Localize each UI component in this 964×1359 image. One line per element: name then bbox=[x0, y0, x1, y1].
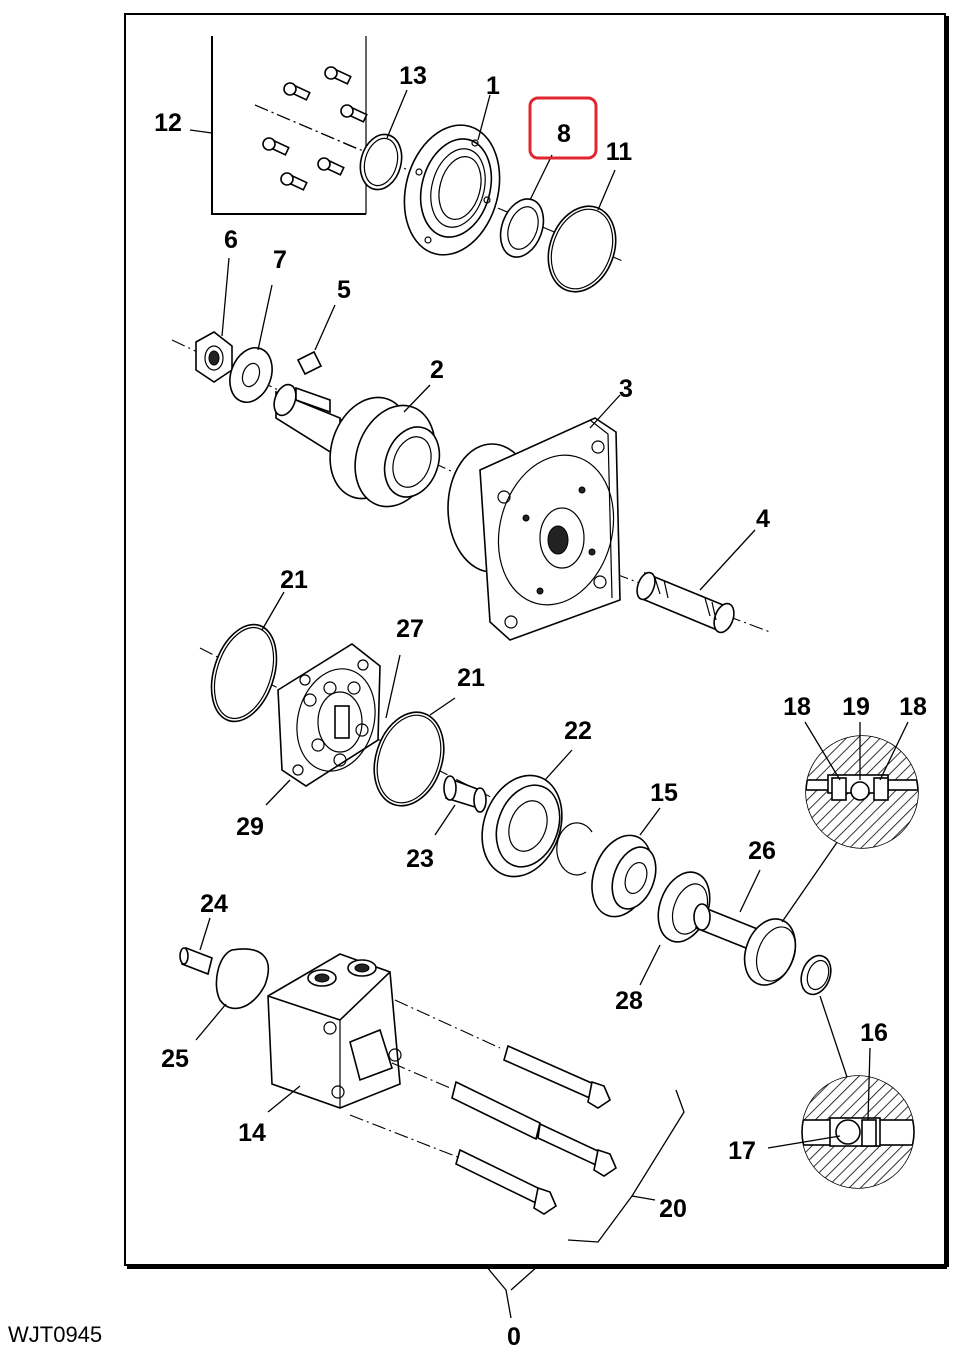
callout-19: 19 bbox=[842, 693, 870, 721]
seal-ring-18-19 bbox=[743, 918, 797, 986]
highlight-box bbox=[528, 96, 598, 160]
callout-17: 17 bbox=[728, 1137, 756, 1165]
o-ring-21 bbox=[373, 711, 445, 807]
washer-7 bbox=[229, 347, 273, 403]
callout-12: 12 bbox=[154, 109, 182, 137]
callout-22: 22 bbox=[564, 717, 592, 745]
callout-25: 25 bbox=[161, 1045, 189, 1073]
callout-18b: 18 bbox=[899, 693, 927, 721]
nut-6 bbox=[195, 331, 233, 383]
o-ring-21 bbox=[210, 623, 278, 723]
callout-23: 23 bbox=[406, 845, 434, 873]
callout-28: 28 bbox=[615, 987, 643, 1015]
bearing-15 bbox=[591, 834, 657, 918]
drawing-frame bbox=[124, 13, 949, 1319]
callout-6: 6 bbox=[224, 226, 238, 254]
spline-23 bbox=[443, 775, 487, 813]
piston-26 bbox=[693, 903, 761, 954]
callout-27: 27 bbox=[396, 615, 424, 643]
housing-3 bbox=[447, 417, 621, 641]
callout-21a: 21 bbox=[280, 566, 308, 594]
seal-8 bbox=[499, 198, 545, 258]
bolt-icon bbox=[324, 66, 352, 85]
bolt-long-upper bbox=[503, 1044, 611, 1109]
callout-29: 29 bbox=[236, 813, 264, 841]
drive-shaft-4 bbox=[636, 571, 735, 634]
o-ring-25 bbox=[215, 948, 270, 1010]
callout-11: 11 bbox=[606, 138, 633, 166]
callout-5: 5 bbox=[337, 276, 351, 304]
valve-housing-14 bbox=[267, 953, 402, 1109]
callout-3: 3 bbox=[619, 375, 633, 403]
bolt-kit-box bbox=[189, 36, 368, 215]
bolt-icon bbox=[280, 172, 308, 191]
shaft-2 bbox=[273, 383, 441, 508]
drawing-id: WJT0945 bbox=[8, 1322, 103, 1347]
key-5 bbox=[296, 350, 323, 376]
bearing-28 bbox=[657, 871, 711, 943]
valve-plate-22 bbox=[481, 774, 563, 878]
callout-2: 2 bbox=[430, 356, 444, 384]
bolt-icon bbox=[262, 137, 290, 156]
snap-ring bbox=[556, 822, 593, 876]
callout-15: 15 bbox=[650, 779, 678, 807]
detail-view-upper bbox=[804, 721, 919, 849]
callout-1: 1 bbox=[486, 72, 500, 100]
o-ring-11 bbox=[547, 205, 617, 293]
callout-21b: 21 bbox=[457, 664, 485, 692]
callout-7: 7 bbox=[273, 246, 287, 274]
callout-8: 8 bbox=[557, 120, 571, 148]
callout-26: 26 bbox=[748, 837, 776, 865]
detail-view-lower bbox=[767, 1047, 915, 1189]
bolt-long-lower bbox=[455, 1148, 557, 1215]
bolt-icon bbox=[283, 82, 311, 101]
bolt-long-middle bbox=[451, 1080, 617, 1177]
callout-13: 13 bbox=[399, 62, 427, 90]
bolt-icon bbox=[317, 157, 345, 176]
callout-18a: 18 bbox=[783, 693, 811, 721]
flange-cover-1 bbox=[403, 124, 501, 256]
callout-14: 14 bbox=[238, 1119, 266, 1147]
seal-ring-16-17 bbox=[800, 954, 832, 996]
end-plate-29 bbox=[277, 643, 381, 787]
callout-labels: 0 1 2 3 4 5 6 7 8 11 12 13 14 15 16 17 1… bbox=[154, 62, 927, 1351]
callout-20: 20 bbox=[659, 1195, 687, 1223]
callout-24: 24 bbox=[200, 890, 228, 918]
callout-16: 16 bbox=[860, 1019, 888, 1047]
bolt-icon bbox=[340, 104, 368, 123]
callout-0: 0 bbox=[507, 1323, 521, 1351]
plug-24 bbox=[179, 946, 213, 976]
callout-4: 4 bbox=[756, 505, 770, 533]
